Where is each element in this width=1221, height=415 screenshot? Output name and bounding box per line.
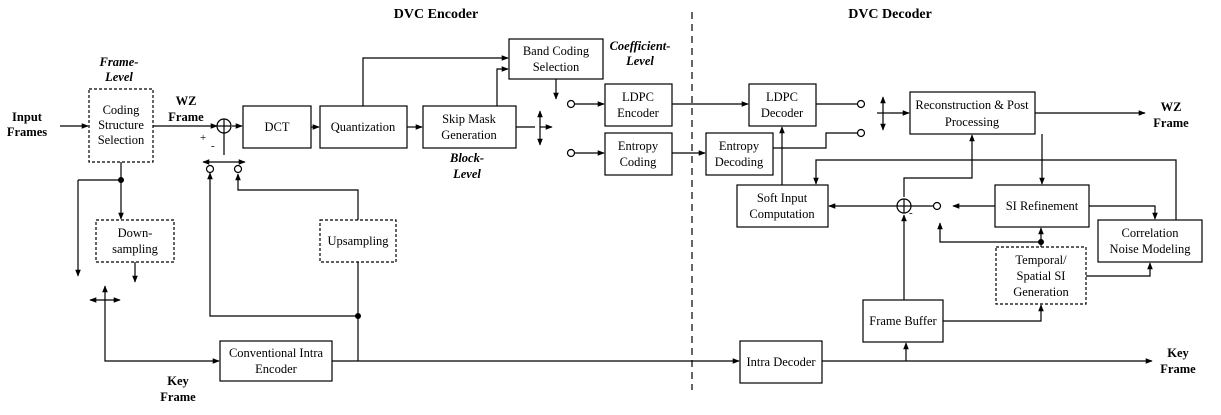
minus-sign-decoder: - — [909, 207, 913, 219]
svg-text:Encoder: Encoder — [255, 362, 297, 376]
key-frame-output-label: Key — [1167, 346, 1189, 360]
wz-frame-input-label: WZ — [176, 94, 197, 108]
key-frame-switch — [89, 285, 121, 310]
svg-text:SI Refinement: SI Refinement — [1006, 199, 1079, 213]
svg-text:Entropy: Entropy — [618, 139, 659, 153]
svg-text:Structure: Structure — [98, 118, 144, 132]
coefficient-switch — [537, 99, 576, 158]
soft-input-computation-block: Soft Input Computation — [736, 184, 829, 228]
junction-nodes — [118, 177, 1044, 319]
svg-text:Down-: Down- — [118, 226, 153, 240]
svg-text:Temporal/: Temporal/ — [1015, 253, 1067, 267]
upsampling-block: Upsampling — [319, 219, 397, 263]
svg-text:LDPC: LDPC — [766, 90, 798, 104]
svg-text:Computation: Computation — [749, 207, 815, 221]
downsampling-block: Down- sampling — [95, 219, 175, 263]
entropy-coding-block: Entropy Coding — [604, 132, 673, 176]
frame-level-label-line2: Level — [104, 70, 133, 84]
ldpc-decoder-block: LDPC Decoder — [748, 83, 817, 127]
svg-text:Encoder: Encoder — [617, 106, 659, 120]
quantization-block: Quantization — [319, 105, 408, 149]
encoder-summer — [216, 118, 232, 134]
svg-text:Spatial SI: Spatial SI — [1017, 269, 1066, 283]
decoder-header: DVC Decoder — [848, 7, 932, 22]
svg-text:Processing: Processing — [945, 115, 1000, 129]
entropy-decoding-block: Entropy Decoding — [705, 132, 774, 176]
coefficient-level-label-line2: Level — [625, 54, 654, 68]
input-frames-label-line2: Frames — [7, 125, 47, 139]
svg-text:Reconstruction & Post: Reconstruction & Post — [915, 98, 1029, 112]
decoder-connections — [672, 101, 1177, 364]
svg-text:Decoding: Decoding — [715, 155, 764, 169]
svg-text:Coding: Coding — [103, 103, 141, 117]
svg-text:Noise Modeling: Noise Modeling — [1110, 242, 1192, 256]
reconstruction-post-processing-block: Reconstruction & Post Processing — [909, 91, 1036, 135]
svg-text:LDPC: LDPC — [622, 90, 654, 104]
svg-text:Correlation: Correlation — [1122, 226, 1180, 240]
conventional-intra-encoder-block: Conventional Intra Encoder — [219, 340, 333, 382]
correlation-noise-modeling-block: Correlation Noise Modeling — [1097, 219, 1203, 263]
frame-level-label: Frame- — [99, 55, 139, 69]
encoder-header: DVC Encoder — [394, 7, 478, 22]
encoder-connections — [60, 55, 740, 364]
svg-text:DCT: DCT — [265, 120, 290, 134]
skip-mask-generation-block: Skip Mask Generation — [422, 105, 517, 149]
svg-text:Frame Buffer: Frame Buffer — [869, 314, 937, 328]
wz-frame-output-label: WZ — [1161, 100, 1182, 114]
coding-structure-selection-block: Coding Structure Selection — [88, 88, 154, 163]
svg-text:Skip Mask: Skip Mask — [442, 112, 497, 126]
key-frame-output-label-line2: Frame — [1160, 362, 1196, 376]
svg-text:Conventional Intra: Conventional Intra — [229, 346, 324, 360]
svg-text:Generation: Generation — [441, 128, 497, 142]
encoder-summer-switch — [202, 133, 246, 174]
frame-buffer-block: Frame Buffer — [862, 299, 944, 343]
coefficient-level-label: Coefficient- — [610, 39, 671, 53]
band-coding-selection-block: Band Coding Selection — [508, 38, 604, 80]
svg-text:Quantization: Quantization — [331, 120, 396, 134]
svg-text:Entropy: Entropy — [719, 139, 760, 153]
dct-block: DCT — [242, 105, 312, 149]
svg-text:Intra Decoder: Intra Decoder — [746, 355, 816, 369]
svg-text:Soft Input: Soft Input — [757, 191, 808, 205]
wz-frame-output-label-line2: Frame — [1153, 116, 1189, 130]
intra-decoder-block: Intra Decoder — [739, 340, 823, 384]
svg-text:Decoder: Decoder — [761, 106, 804, 120]
svg-text:Upsampling: Upsampling — [327, 234, 389, 248]
minus-sign: - — [211, 140, 215, 152]
input-frames-label: Input — [12, 110, 43, 124]
svg-text:Generation: Generation — [1013, 285, 1069, 299]
svg-text:Selection: Selection — [533, 60, 580, 74]
ldpc-encoder-block: LDPC Encoder — [604, 83, 673, 127]
key-frame-input-label-line2: Frame — [160, 390, 196, 404]
temporal-spatial-si-generation-block: Temporal/ Spatial SI Generation — [995, 246, 1087, 305]
svg-text:Coding: Coding — [620, 155, 658, 169]
svg-text:sampling: sampling — [112, 242, 159, 256]
block-level-label-line2: Level — [452, 167, 481, 181]
key-frame-input-label: Key — [167, 374, 189, 388]
svg-text:Selection: Selection — [98, 133, 145, 147]
decoder-summer — [896, 198, 942, 214]
plus-sign: + — [200, 132, 206, 144]
svg-text:Band Coding: Band Coding — [523, 44, 590, 58]
decoder-output-switch — [856, 96, 890, 138]
block-level-label: Block- — [449, 151, 484, 165]
wz-frame-input-label-line2: Frame — [168, 110, 204, 124]
si-refinement-block: SI Refinement — [994, 184, 1090, 228]
